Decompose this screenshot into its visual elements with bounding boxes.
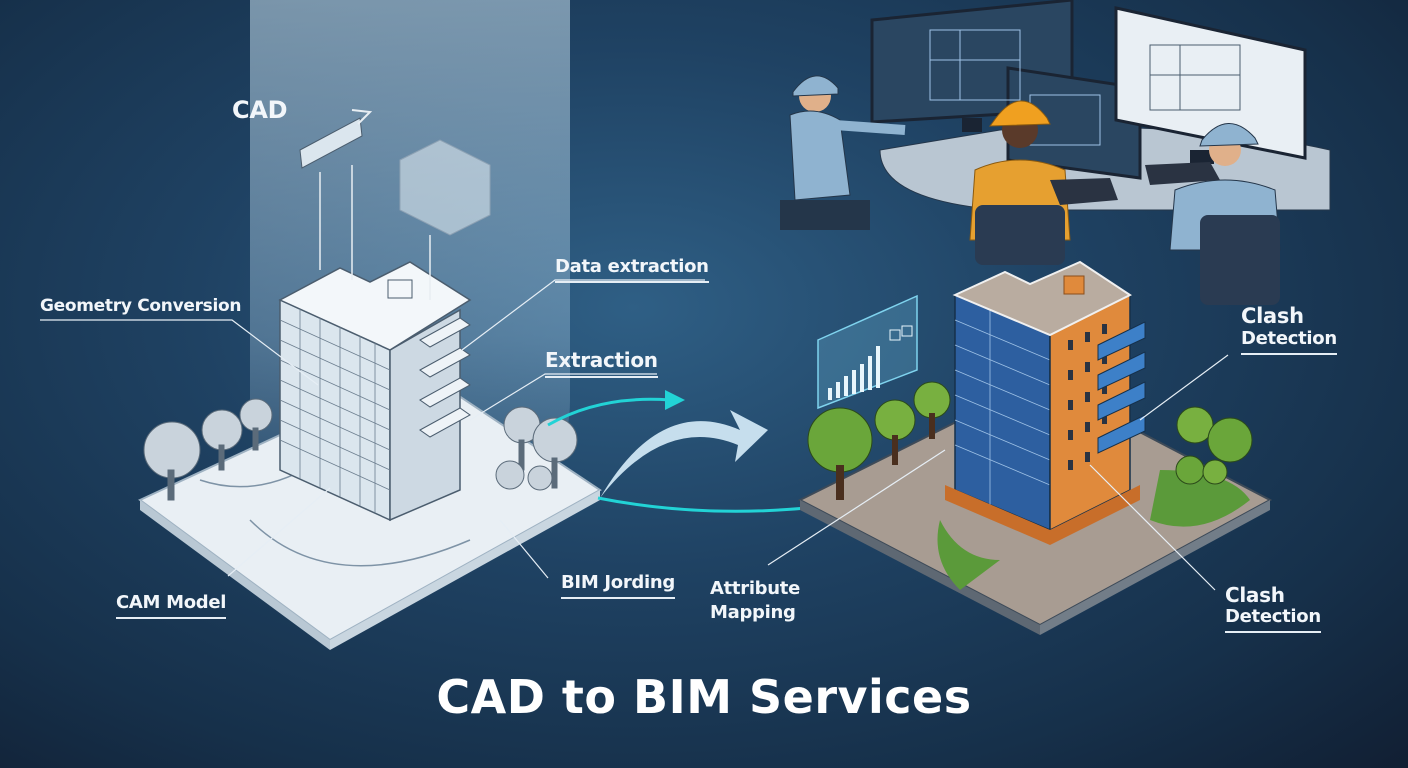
analytics-panel <box>817 294 918 410</box>
label-clash-detection-bottom-line2: Detection <box>1225 606 1321 633</box>
right-leader-lines <box>767 354 1229 591</box>
label-cam-model: CAM Model <box>116 592 226 619</box>
left-leader-lines <box>40 279 705 579</box>
page-title: CAD to BIM Services <box>436 670 972 724</box>
label-clash-detection-bottom-line1: Clash <box>1225 583 1285 607</box>
label-extraction: Extraction <box>545 348 658 378</box>
engineers-workstation <box>780 0 1331 305</box>
label-clash-detection-top-line2: Detection <box>1241 328 1337 355</box>
label-bim-jording: BIM Jording <box>561 572 675 599</box>
label-attribute-mapping-line1: Attribute <box>710 578 800 599</box>
label-geometry-conversion: Geometry Conversion <box>40 296 242 316</box>
bim-colored-building <box>797 260 1273 635</box>
label-attribute-mapping-line2: Mapping <box>710 602 796 623</box>
label-data-extraction: Data extraction <box>555 256 709 283</box>
cad-heading: CAD <box>232 96 288 124</box>
label-clash-detection-top-line1: Clash <box>1241 304 1304 328</box>
cad-wireframe-building <box>138 109 602 650</box>
